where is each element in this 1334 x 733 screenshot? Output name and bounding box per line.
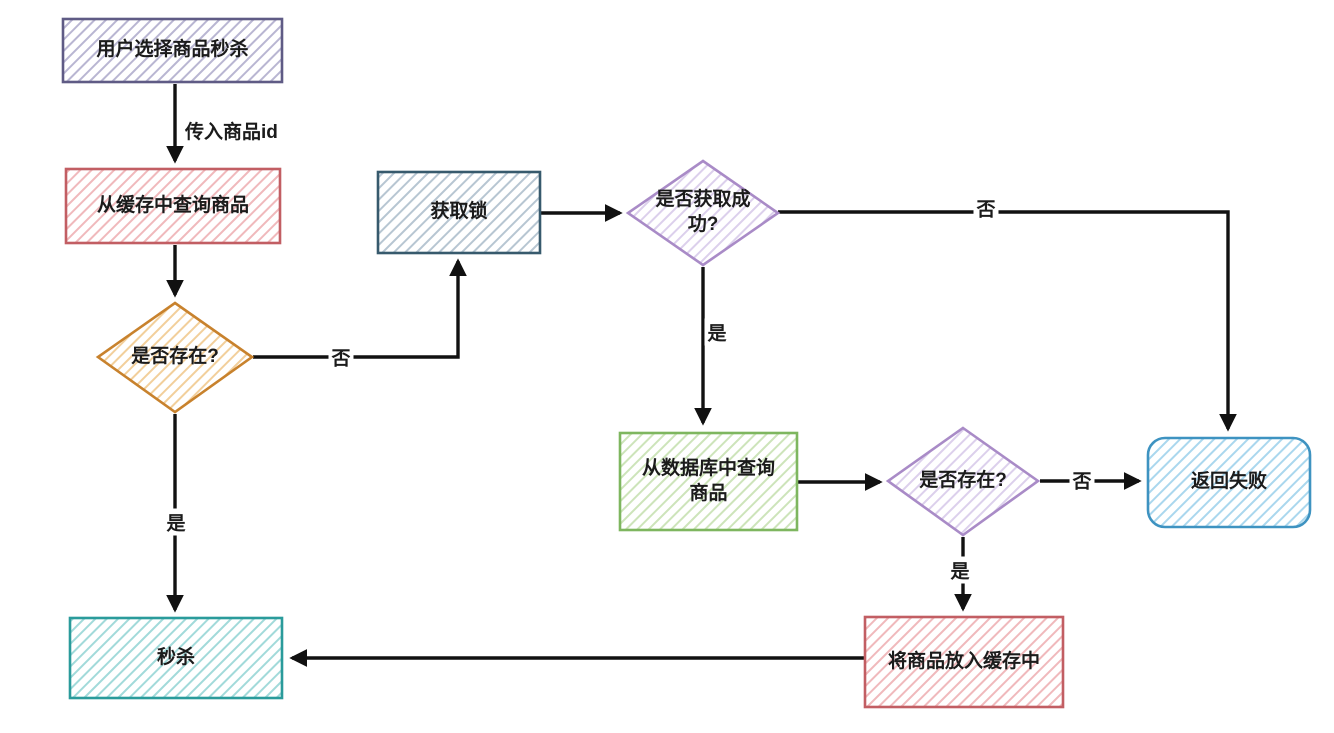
node-seckill-shape [68,616,284,700]
edge-exists-no-to-lock [253,258,467,359]
node-db-exists-shape [885,426,1041,537]
node-lock-success-shape [625,159,781,267]
edge-layer [166,84,1237,667]
node-acquire-lock-shape [376,170,542,255]
node-user-select-shape [61,17,284,84]
node-query-db-shape [618,431,799,532]
node-layer [61,17,1312,709]
edge-success-no-to-fail [778,210,1237,432]
node-return-fail-shape [1146,436,1312,529]
node-query-cache-shape [64,167,282,245]
node-put-cache-shape [863,615,1065,709]
node-cache-exists-shape [95,301,255,414]
